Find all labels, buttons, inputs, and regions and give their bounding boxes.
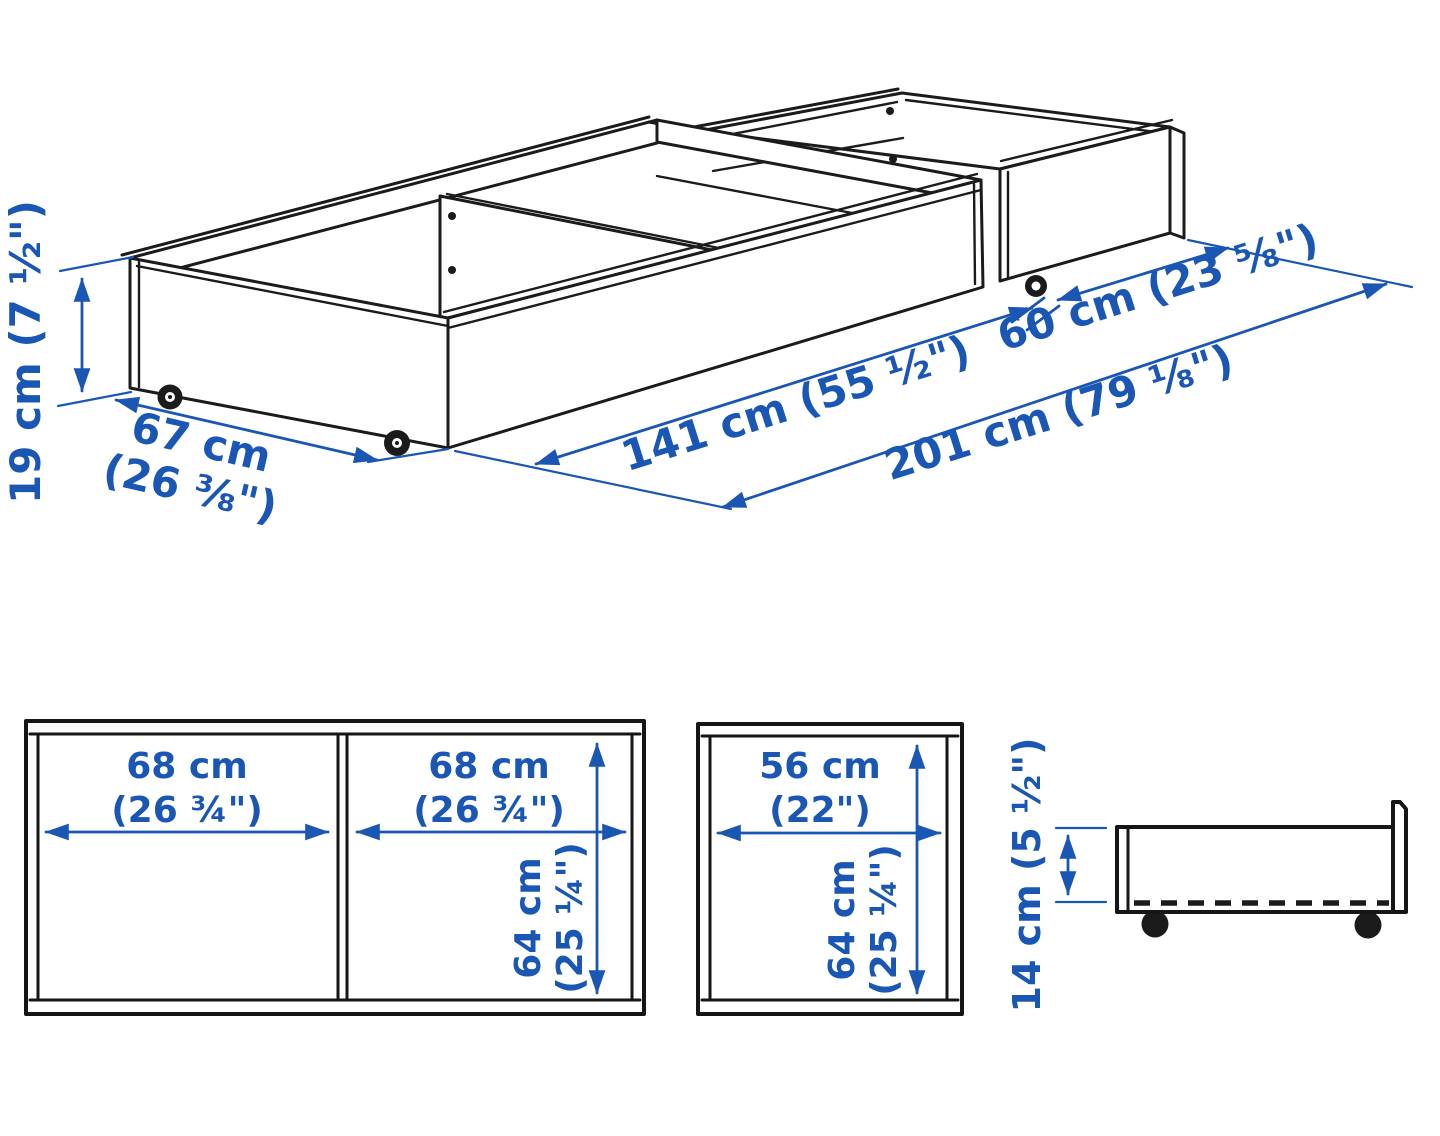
front-view-height-line2: (25 ¼") xyxy=(550,842,591,994)
side-view-back-lip xyxy=(1391,800,1408,914)
end-view-height-line1: 64 cm xyxy=(822,859,863,980)
isometric-drawing: 19 cm (7 ½") 67 cm (26 ⅜") 141 cm (55 ½"… xyxy=(1,87,1414,532)
extension-line xyxy=(453,449,733,511)
end-rim-inner-line xyxy=(135,264,450,328)
small-box-end-rim-inner-line xyxy=(904,98,1166,135)
caster-wheel xyxy=(1354,911,1382,939)
front-right-edge-inner-line xyxy=(972,182,977,286)
iso-height-label: 19 cm (7 ½") xyxy=(1,200,50,504)
front-view-height-line1: 64 cm xyxy=(508,857,549,978)
small-box-back-rail-inner-line xyxy=(705,100,899,141)
front-rim-inner-line xyxy=(446,188,983,330)
front-view-right-width-line2: (26 ¾") xyxy=(413,790,565,831)
caster-wheel xyxy=(384,430,410,456)
front-view: 68 cm (26 ¾") 68 cm (26 ¾") 64 cm (25 ¼"… xyxy=(24,719,646,1016)
side-view-body xyxy=(1115,825,1395,914)
extension-tick xyxy=(56,390,133,408)
dimension-arrow-67cm xyxy=(114,396,379,464)
caster-wheel xyxy=(1141,910,1169,938)
front-view-left-width-line2: (26 ¾") xyxy=(111,790,263,831)
caster-wheel xyxy=(157,384,183,410)
caster-wheel xyxy=(1025,275,1047,297)
small-box-right-edge xyxy=(1168,125,1186,240)
screw-dot xyxy=(886,107,894,115)
screw-dot xyxy=(448,212,456,220)
small-storage-box xyxy=(692,87,1186,297)
front-rim-top-line xyxy=(442,172,979,314)
end-view-height-line2: (25 ¼") xyxy=(864,844,905,996)
iso-dimension-lines xyxy=(56,238,1414,511)
small-box-back-rim-outer-line xyxy=(692,87,900,129)
right-compartment-floor-line xyxy=(655,174,854,215)
screw-dot xyxy=(448,266,456,274)
side-view: 14 cm (5 ½") xyxy=(1005,738,1408,1013)
dimension-arrow-201cm xyxy=(721,282,1388,509)
front-view-outline xyxy=(24,719,646,1016)
extension-tick xyxy=(58,255,135,273)
back-rail-outer-line xyxy=(120,115,651,257)
front-view-left-width-line1: 68 cm xyxy=(126,746,247,787)
side-view-height-label: 14 cm (5 ½") xyxy=(1005,738,1049,1013)
small-box-front-rim-cap-line xyxy=(999,118,1174,163)
extension-tick xyxy=(366,447,450,464)
extension-line xyxy=(1186,238,1414,289)
divider-top-rim-line xyxy=(445,192,721,250)
end-view-width-line2: (22") xyxy=(769,790,871,831)
end-view-width-line1: 56 cm xyxy=(759,746,880,787)
screw-dot xyxy=(889,155,897,163)
end-view: 56 cm (22") 64 cm (25 ¼") xyxy=(696,722,964,1016)
front-view-right-width-line1: 68 cm xyxy=(428,746,549,787)
